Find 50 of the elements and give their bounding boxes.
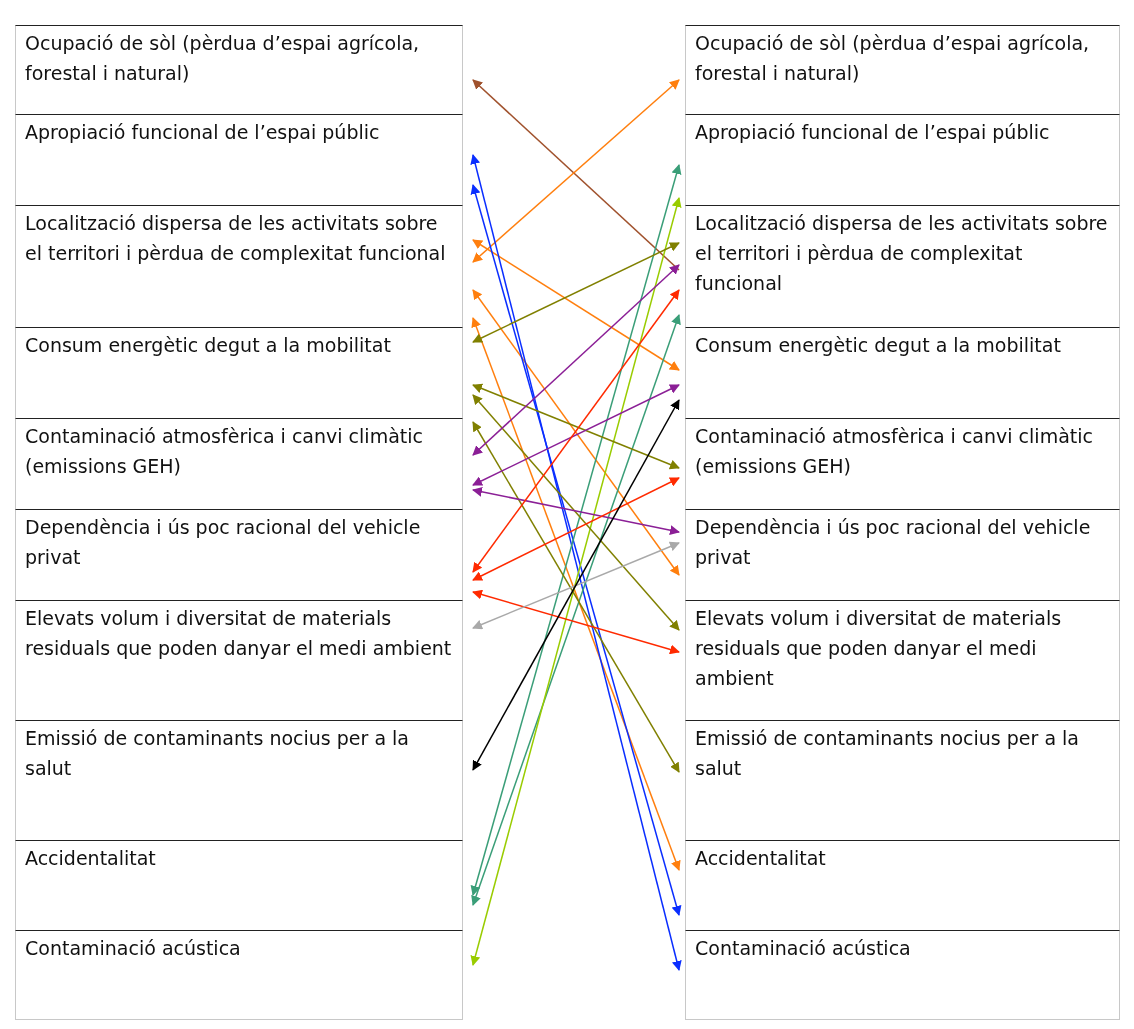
arrow: [472, 477, 680, 581]
table-row-cell: [15, 930, 463, 1020]
arrow: [472, 239, 680, 371]
row-text: Ocupació de sòl (pèrdua d’espai agrícola, forestal i natural): [694, 31, 1091, 86]
arrow: [472, 264, 680, 456]
table-row-cell: [15, 418, 463, 509]
row-text: Apropiació funcional de l’espai públic: [694, 120, 1051, 145]
row-text: Consum energètic degut a la mobilitat: [694, 333, 1062, 358]
row-text: Accidentalitat: [694, 846, 827, 871]
row-text: Elevats volum i diversitat de materials residuals que poden danyar el medi ambient: [24, 606, 453, 661]
table-row-cell: [15, 327, 463, 418]
row-text: Apropiació funcional de l’espai públic: [24, 120, 381, 145]
row-text: Contaminació acústica: [24, 936, 242, 961]
table-row-cell: [15, 114, 463, 205]
arrow: [472, 394, 680, 631]
arrow: [472, 589, 680, 655]
row-text: Emissió de contaminants nocius per a la salut: [694, 726, 1080, 781]
table-row-cell: [15, 205, 463, 327]
table-row-cell: [685, 840, 1120, 930]
row-text: Accidentalitat: [24, 846, 157, 871]
arrow: [472, 486, 680, 536]
table-row-cell: [685, 600, 1120, 720]
row-text: Ocupació de sòl (pèrdua d’espai agrícola, forestal i natural): [24, 31, 421, 86]
row-text: Elevats volum i diversitat de materials residuals que poden danyar el medi ambient: [694, 606, 1063, 691]
row-text: Dependència i ús poc racional del vehicle privat: [694, 515, 1092, 570]
row-text: Consum energètic degut a la mobilitat: [24, 333, 392, 358]
arrow: [472, 541, 680, 630]
row-text: Contaminació acústica: [694, 936, 912, 961]
table-row-cell: [685, 720, 1120, 840]
row-text: Emissió de contaminants nocius per a la salut: [24, 726, 410, 781]
row-text: Contaminació atmosfèrica i canvi climàtic (emissions GEH): [694, 424, 1094, 479]
table-row-cell: [685, 25, 1120, 114]
row-text: Contaminació atmosfèrica i canvi climàtic (emissions GEH): [24, 424, 424, 479]
table-row-cell: [15, 720, 463, 840]
table-row-cell: [15, 509, 463, 600]
table-row-cell: [15, 25, 463, 114]
table-row-cell: [685, 205, 1120, 327]
arrow: [472, 384, 680, 486]
table-row-cell: [685, 930, 1120, 1020]
table-row-cell: [685, 509, 1120, 600]
row-text: Dependència i ús poc racional del vehicle privat: [24, 515, 422, 570]
arrow: [472, 242, 680, 343]
row-text: Localització dispersa de les activitats sobre el territori i pèrdua de complexitat funcional: [694, 211, 1109, 296]
arrow: [472, 383, 680, 470]
table-row-cell: [15, 840, 463, 930]
table-row-cell: [685, 114, 1120, 205]
table-row-cell: [685, 327, 1120, 418]
row-text: Localització dispersa de les activitats sobre el territori i pèrdua de complexitat funcional: [24, 211, 447, 266]
table-row-cell: [15, 600, 463, 720]
table-row-cell: [685, 418, 1120, 509]
